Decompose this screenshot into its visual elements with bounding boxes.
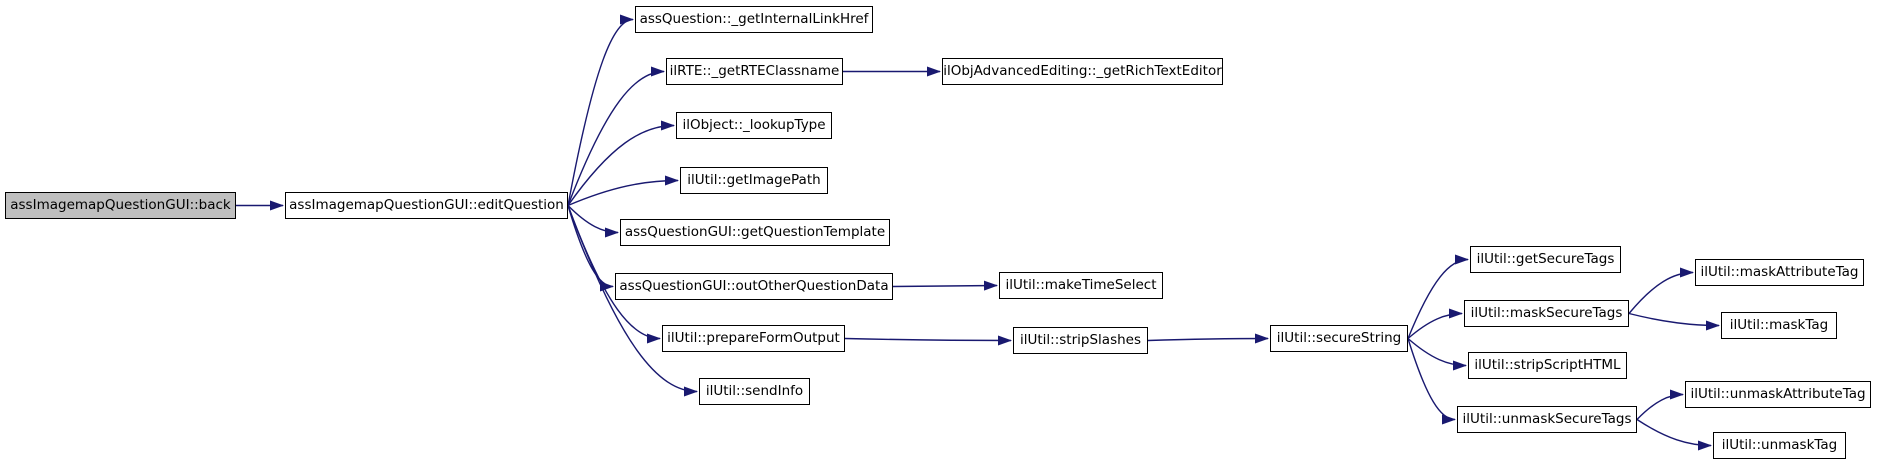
node-secure-string[interactable]: ilUtil::secureString	[1270, 325, 1408, 352]
edge-edit-question--send-info	[567, 205, 698, 397]
edge-secure-string--unmask-secure-tags	[1407, 338, 1456, 425]
edge-edit-question--lookup-type	[567, 120, 675, 206]
edge-edit-question--get-rte-classname	[567, 66, 665, 206]
edge-edit-question--out-other-question-data	[567, 205, 614, 292]
node-unmask-attribute-tag[interactable]: ilUtil::unmaskAttributeTag	[1685, 381, 1871, 408]
node-get-secure-tags[interactable]: ilUtil::getSecureTags	[1470, 246, 1621, 273]
node-get-question-template[interactable]: assQuestionGUI::getQuestionTemplate	[620, 219, 890, 246]
node-strip-script-html[interactable]: ilUtil::stripScriptHTML	[1468, 352, 1627, 379]
edge-strip-slashes--secure-string	[1147, 333, 1269, 344]
edge-secure-string--get-secure-tags	[1407, 254, 1469, 339]
node-lookup-type[interactable]: ilObject::_lookupType	[676, 112, 832, 139]
node-get-rich-text-editor[interactable]: ilObjAdvancedEditing::_getRichTextEditor	[942, 58, 1223, 85]
node-mask-tag[interactable]: ilUtil::maskTag	[1721, 312, 1837, 339]
edge-prepare-form-output--strip-slashes	[844, 335, 1012, 346]
edge-secure-string--mask-secure-tags	[1407, 308, 1463, 340]
node-unmask-secure-tags[interactable]: ilUtil::unmaskSecureTags	[1457, 406, 1637, 433]
edge-unmask-secure-tags--unmask-tag	[1636, 418, 1712, 451]
node-out-other-question-data[interactable]: assQuestionGUI::outOtherQuestionData	[615, 273, 893, 300]
edge-out-other-question-data--make-time-select	[892, 280, 998, 291]
node-unmask-tag[interactable]: ilUtil::unmaskTag	[1713, 432, 1846, 459]
node-prepare-form-output[interactable]: ilUtil::prepareFormOutput	[662, 325, 845, 352]
node-get-image-path[interactable]: ilUtil::getImagePath	[680, 167, 828, 194]
node-get-rte-classname[interactable]: ilRTE::_getRTEClassname	[666, 58, 843, 85]
edge-secure-string--strip-script-html	[1407, 337, 1467, 371]
node-make-time-select[interactable]: ilUtil::makeTimeSelect	[999, 272, 1163, 299]
node-strip-slashes[interactable]: ilUtil::stripSlashes	[1013, 327, 1148, 354]
node-send-info[interactable]: ilUtil::sendInfo	[699, 378, 810, 405]
edge-mask-secure-tags--mask-attribute-tag	[1628, 267, 1694, 314]
node-get-internal-link-href[interactable]: assQuestion::_getInternalLinkHref	[635, 6, 873, 33]
edge-edit-question--get-internal-link-href	[567, 14, 634, 206]
node-back: assImagemapQuestionGUI::back	[5, 192, 236, 219]
node-edit-question[interactable]: assImagemapQuestionGUI::editQuestion	[285, 192, 568, 219]
edge-unmask-secure-tags--unmask-attribute-tag	[1636, 389, 1684, 420]
edge-edit-question--get-image-path	[567, 175, 679, 207]
edge-mask-secure-tags--mask-tag	[1628, 312, 1720, 331]
edge-edit-question--get-question-template	[567, 205, 619, 238]
node-mask-secure-tags[interactable]: ilUtil::maskSecureTags	[1464, 300, 1629, 327]
node-mask-attribute-tag[interactable]: ilUtil::maskAttributeTag	[1695, 259, 1864, 286]
